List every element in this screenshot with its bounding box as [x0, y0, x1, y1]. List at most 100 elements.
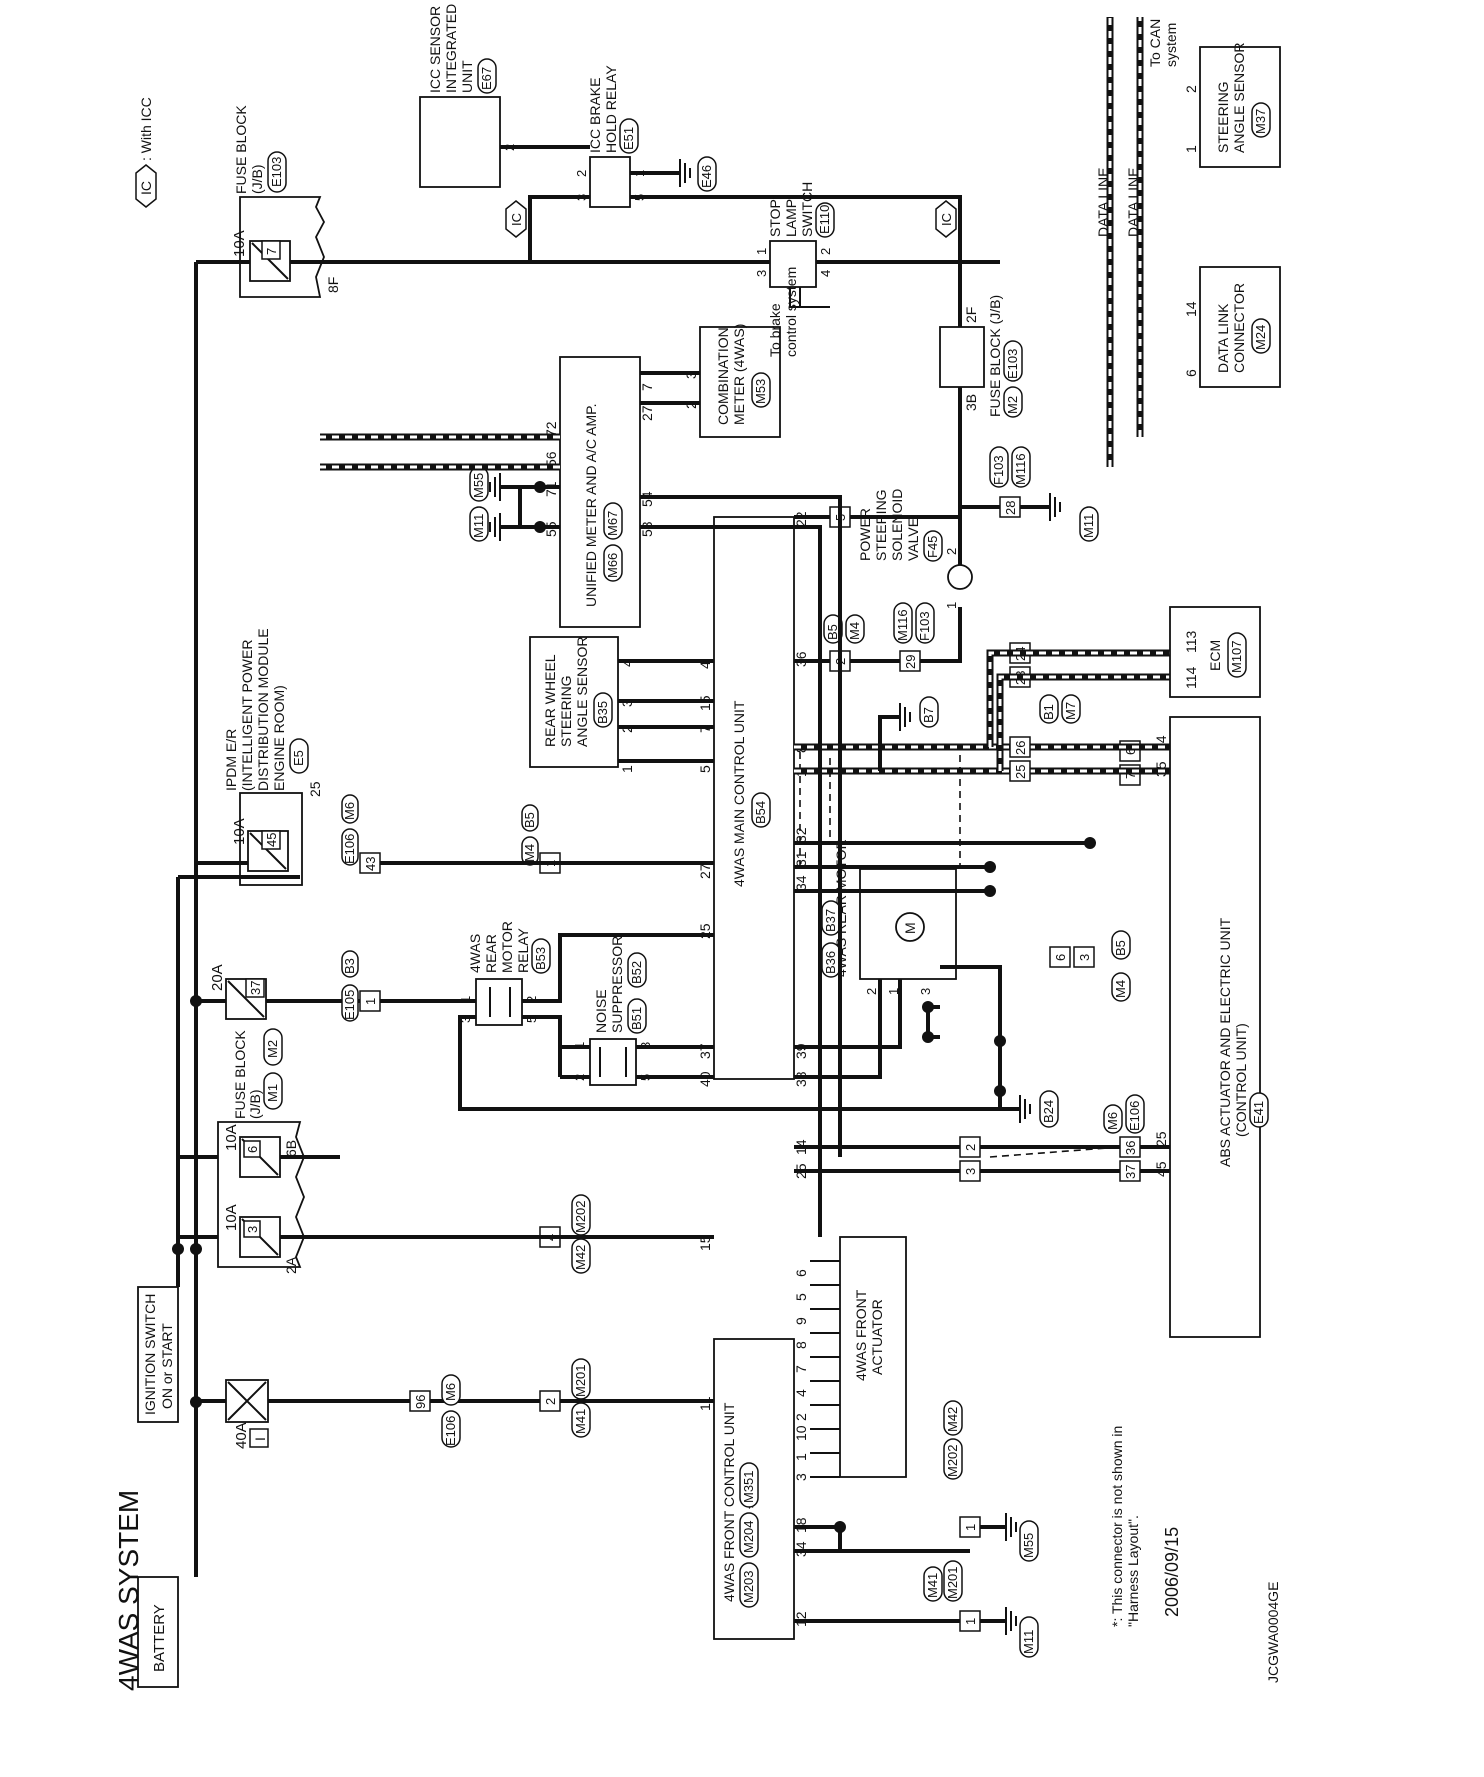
wire-ipdm-main	[196, 861, 714, 879]
fuse-block-m2-e103: FUSE BLOCK (J/B) M2 E103 2F 3B	[939, 295, 1023, 418]
svg-text:ENGINE ROOM): ENGINE ROOM)	[271, 685, 287, 791]
svg-text:2: 2	[793, 1413, 809, 1421]
svg-text:7: 7	[1123, 772, 1138, 779]
wire-main-abs	[794, 841, 1090, 893]
svg-text:I: I	[252, 1437, 268, 1441]
svg-text:7: 7	[264, 248, 279, 255]
svg-text:(J/B): (J/B)	[249, 164, 265, 194]
svg-text:M201: M201	[573, 1364, 588, 1397]
svg-text:3: 3	[1077, 954, 1092, 961]
svg-text:8F: 8F	[325, 277, 341, 293]
svg-text:6: 6	[245, 1146, 260, 1153]
wire-suppressor	[560, 1045, 714, 1079]
svg-text:6: 6	[1053, 954, 1068, 961]
svg-text:M107: M107	[1229, 640, 1244, 673]
svg-text:M203: M203	[741, 1570, 756, 1603]
svg-text:2: 2	[944, 548, 959, 555]
svg-text:1: 1	[793, 1453, 809, 1461]
inline-c2: 2 M41 M201	[539, 1358, 591, 1438]
svg-text:M202: M202	[573, 1200, 588, 1233]
svg-text:B5: B5	[825, 624, 840, 640]
svg-text:E51: E51	[621, 127, 636, 150]
rear-motor: M 4WAS REAR MOTOR B36 B37 1 2 3	[821, 839, 957, 995]
svg-text:3: 3	[918, 988, 933, 995]
svg-text:M204: M204	[741, 1520, 756, 1553]
svg-text:M201: M201	[945, 1566, 960, 1599]
svg-text:11: 11	[697, 1396, 713, 1411]
svg-text:M6: M6	[342, 802, 357, 820]
svg-text:5: 5	[524, 1016, 539, 1023]
svg-text:54: 54	[639, 491, 655, 507]
svg-text:M116: M116	[1013, 453, 1028, 485]
svg-text:B35: B35	[595, 701, 610, 724]
svg-text:40: 40	[697, 1071, 713, 1087]
svg-text:SWITCH: SWITCH	[799, 182, 815, 237]
svg-text:DATA LINE: DATA LINE	[1095, 167, 1111, 237]
noise-suppressor: NOISE SUPPRESSOR B51 B52 1 2 3 5	[572, 936, 653, 1086]
svg-text:B3: B3	[342, 958, 357, 974]
svg-text:2: 2	[574, 170, 589, 177]
wire-front-gnd	[794, 1525, 970, 1553]
svg-text:10A: 10A	[231, 818, 248, 845]
svg-text:1: 1	[886, 988, 901, 995]
svg-text:114: 114	[1183, 666, 1199, 689]
svg-text:STEERING: STEERING	[558, 675, 574, 747]
svg-text:E106: E106	[1127, 1101, 1142, 1131]
svg-text:control system: control system	[783, 267, 799, 357]
inline-b1m7: 25 26 23 24 B1 M7	[1009, 642, 1081, 782]
svg-text:POWER: POWER	[857, 508, 873, 561]
inline-c29: 29 M116 F103	[893, 602, 935, 672]
svg-text:25: 25	[1013, 765, 1028, 779]
svg-text:3: 3	[754, 270, 769, 277]
inline-c1a: 1 E105 B3	[341, 950, 381, 1022]
svg-text:37: 37	[248, 981, 263, 995]
svg-text:B24: B24	[1041, 1100, 1056, 1123]
svg-text:STEERING: STEERING	[1215, 81, 1231, 153]
svg-text:M4: M4	[847, 622, 862, 640]
svg-text:1: 1	[944, 602, 959, 609]
svg-text:M11: M11	[471, 514, 486, 538]
wire-front-abs	[794, 1145, 1170, 1173]
rear-motor-relay: 4WAS REAR MOTOR RELAY B53 1 2 3 5	[458, 921, 551, 1026]
ignition-switch-box: IGNITION SWITCH ON or START	[137, 1286, 179, 1423]
svg-text:2A: 2A	[283, 1256, 299, 1274]
main-control-unit: 4WAS MAIN CONTROL UNIT B54 40 37 25 27 5…	[697, 511, 809, 1087]
svg-text:E41: E41	[1251, 1101, 1266, 1124]
svg-text:4: 4	[793, 1389, 809, 1397]
svg-text:ICC SENSOR: ICC SENSOR	[427, 6, 443, 93]
legend-ic: IC : With ICC	[135, 97, 157, 208]
ecm: ECM M107 114 113	[1169, 606, 1261, 698]
svg-text:2: 2	[1183, 85, 1199, 93]
svg-text:6B: 6B	[283, 1140, 299, 1157]
svg-text:ABS ACTUATOR AND ELECTRIC UNIT: ABS ACTUATOR AND ELECTRIC UNIT	[1217, 917, 1233, 1167]
svg-text:NOISE: NOISE	[593, 989, 609, 1033]
svg-text:M7: M7	[1063, 702, 1078, 720]
svg-text:B54: B54	[753, 801, 768, 824]
legend-ic-text: : With ICC	[138, 97, 154, 161]
svg-text:96: 96	[413, 1395, 428, 1409]
abs-unit: ABS ACTUATOR AND ELECTRIC UNIT (CONTROL …	[1153, 716, 1269, 1338]
svg-text:2: 2	[864, 988, 879, 995]
svg-text:B5: B5	[522, 812, 537, 828]
svg-text:E103: E103	[1005, 349, 1020, 379]
svg-text:31: 31	[793, 851, 809, 867]
svg-text:ANGLE SENSOR: ANGLE SENSOR	[1231, 43, 1247, 153]
front-actuator: 4WAS FRONT ACTUATOR	[839, 1236, 907, 1478]
wire-ipdm-in	[178, 861, 248, 879]
wire-unified-power	[640, 495, 842, 1237]
icc-sensor: ICC SENSOR INTEGRATED UNIT E67 2	[419, 4, 517, 188]
ground-b7: B7	[878, 696, 939, 771]
svg-text:15: 15	[697, 695, 713, 711]
stop-lamp-switch: STOP LAMP SWITCH E110 3 1 4 2 To brake c…	[754, 182, 835, 357]
svg-text:32: 32	[793, 827, 809, 843]
svg-text:F103: F103	[917, 611, 932, 641]
note-line-1: *: This connector is not shown in	[1109, 1426, 1125, 1627]
wire-can-right	[1106, 17, 1144, 467]
inline-c4: 4 M42 M202	[539, 1194, 591, 1274]
inline-c43: 43 E106 M6	[341, 794, 381, 874]
svg-text:6: 6	[1123, 748, 1138, 755]
svg-text:10: 10	[793, 1425, 809, 1441]
inline-g1: 1 M202 M42 M55	[943, 1400, 1039, 1562]
svg-text:M2: M2	[1005, 396, 1020, 414]
